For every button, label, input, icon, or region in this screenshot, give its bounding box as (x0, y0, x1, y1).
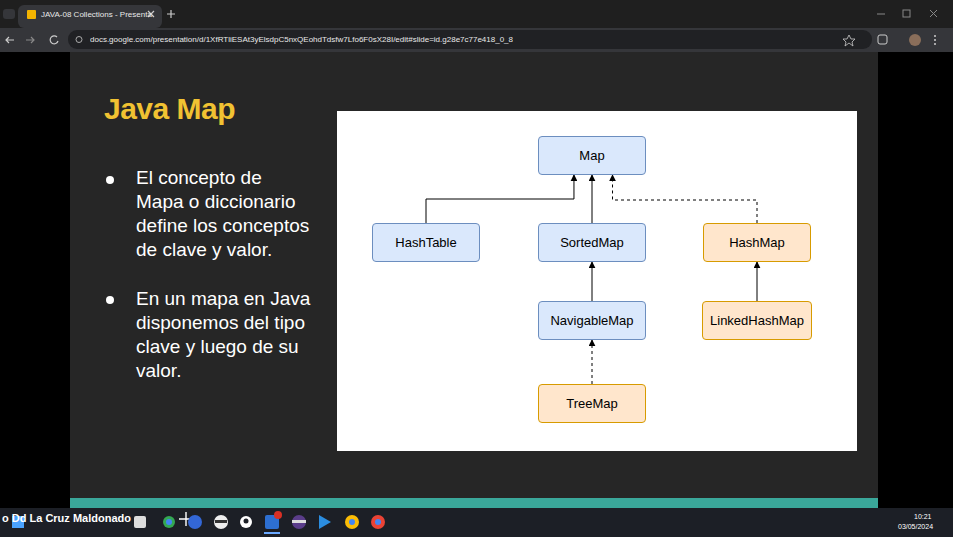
class-box: Map (538, 136, 646, 175)
class-name: TreeMap (566, 396, 618, 411)
class-box: NavigableMap (538, 301, 646, 340)
clock-date: 03/05/2024 (898, 523, 933, 530)
class-name: SortedMap (560, 235, 624, 250)
implements-arrow (613, 175, 757, 223)
extends-arrow (592, 262, 593, 301)
class-name: NavigableMap (550, 313, 633, 328)
extends-arrow (757, 262, 758, 301)
class-name: LinkedHashMap (710, 313, 804, 328)
bullet-text: El concepto de Mapa o diccionario define… (136, 166, 314, 262)
class-box: HashMap (703, 223, 811, 262)
extends-arrow (592, 175, 593, 223)
implements-arrow (592, 340, 593, 384)
extends-arrow (426, 175, 574, 223)
class-name: Map (579, 148, 604, 163)
class-box: LinkedHashMap (702, 301, 812, 340)
bullet-text: En un mapa en Java disponemos del tipo c… (136, 287, 314, 383)
class-name: HashMap (729, 235, 785, 250)
class-box: TreeMap (538, 384, 646, 423)
url-text: docs.google.com/presentation/d/1XfRTliES… (90, 35, 513, 44)
clock-time: 10:21 (914, 513, 932, 520)
slide-title: Java Map (104, 92, 235, 126)
class-box: SortedMap (538, 223, 646, 262)
class-name: HashTable (395, 235, 456, 250)
user-name: o Dd La Cruz Maldonado (2, 512, 131, 524)
class-box: HashTable (372, 223, 480, 262)
tab-title: JAVA-08 Collections - Presenta (41, 10, 152, 19)
